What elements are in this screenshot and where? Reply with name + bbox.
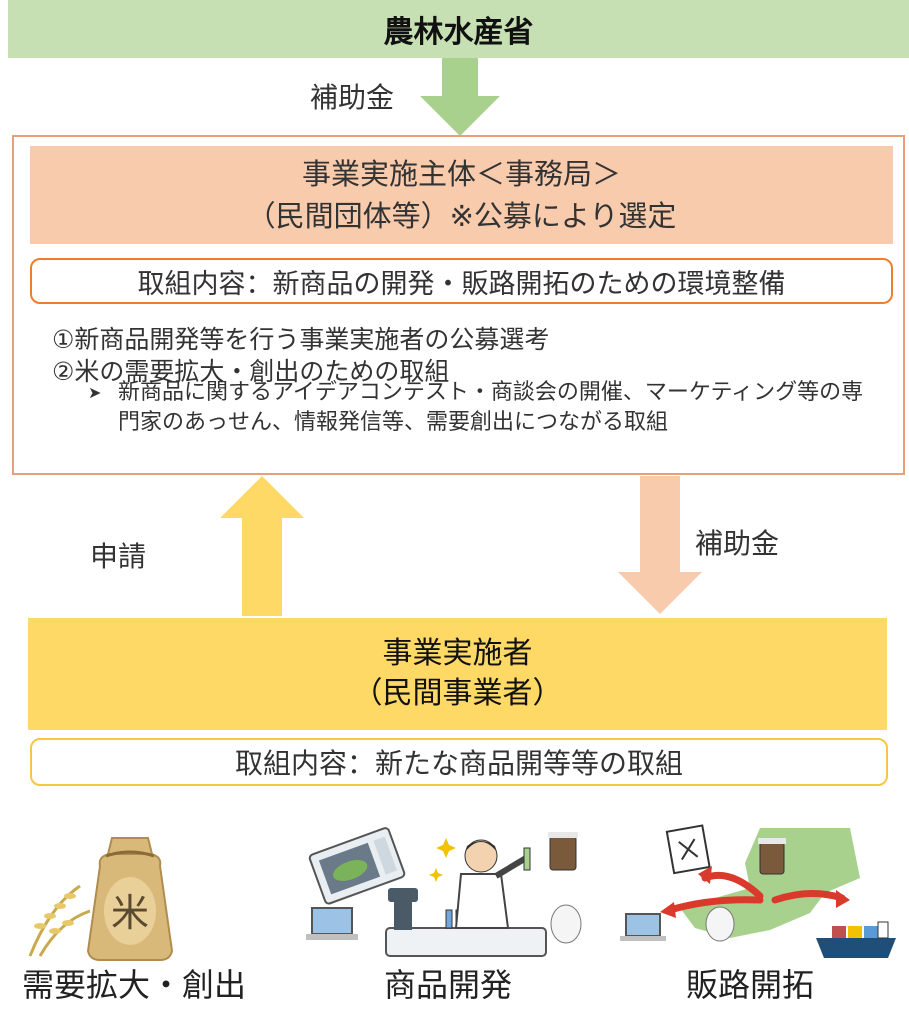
subsidy-label-bottom: 補助金 [695,527,780,560]
implementer-title: 事業実施者 [382,636,533,671]
caption-demand: 需要拡大・創出 [22,966,247,1004]
entity-title: 事業実施主体＜事務局＞ [301,157,621,191]
market-expansion-illustration [620,824,896,958]
entity-subtitle: （民間団体等）※公募により選定 [246,199,677,233]
ministry-header: 農林水産省 [8,0,909,58]
entity-content-label: 取組内容：新商品の開発・販路開拓のための環境整備 [137,268,786,300]
subsidy-arrow-bottom [618,476,702,614]
caption-market: 販路開拓 [686,966,815,1004]
apply-arrow [220,476,304,616]
ministry-label: 農林水産省 [383,15,534,50]
entity-frame [12,135,905,475]
apply-label: 申請 [90,540,147,573]
rice-char: 米 [111,891,149,935]
entity-item-2: ②米の需要拡大・創出のための取組 [52,357,450,386]
entity-subitem: ➤ 新商品に関するアイデアコンテスト・商談会の開催、マーケティング等の専門家のあ… [88,378,878,438]
rice-bag-illustration: 米 [28,837,174,961]
implementer-content-label: 取組内容：新たな商品開等等の取組 [234,747,683,780]
implementer-content-box: 取組内容：新たな商品開等等の取組 [30,738,888,786]
entity-subitem-text: 新商品に関するアイデアコンテスト・商談会の開催、マーケティング等の専門家のあっせ… [118,380,864,435]
arrow-bullet-icon: ➤ [88,383,102,402]
subsidy-arrow-top [420,58,500,136]
entity-content-box: 取組内容：新商品の開発・販路開拓のための環境整備 [30,258,893,304]
implementer-subtitle: （民間事業者） [352,676,563,711]
caption-product-dev: 商品開発 [384,966,513,1004]
subsidy-label-top: 補助金 [310,81,395,114]
entity-header: 事業実施主体＜事務局＞ （民間団体等）※公募により選定 [30,146,893,244]
implementer-header: 事業実施者 （民間事業者） [28,618,887,730]
product-development-illustration [306,827,582,957]
entity-item-1: ①新商品開発等を行う事業実施者の公募選考 [52,325,550,354]
